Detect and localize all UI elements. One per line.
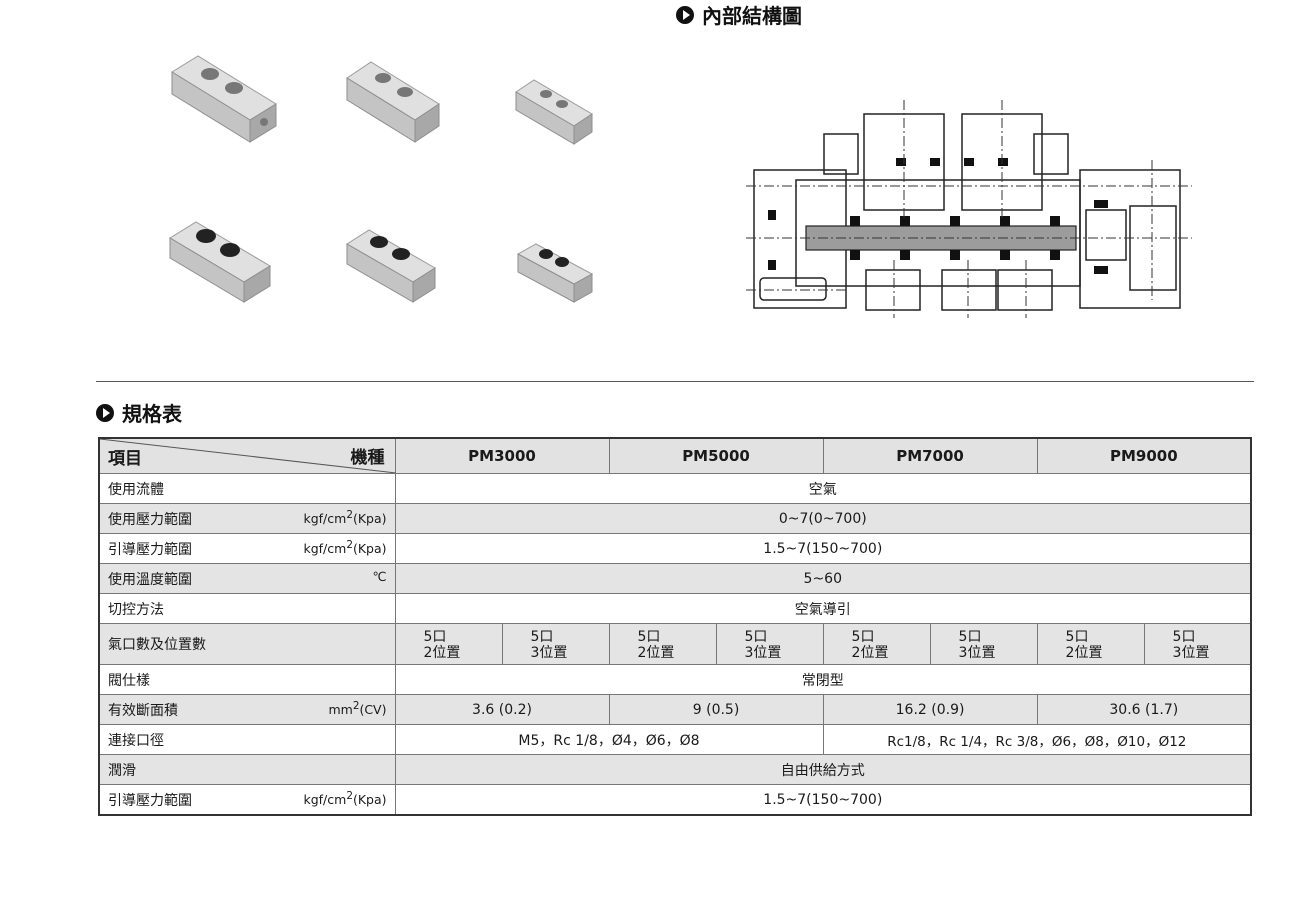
row-value: 1.5~7(150~700) <box>394 784 1252 816</box>
row-label-cell: 切控方法 <box>98 593 396 624</box>
table-row: 引導壓力範圍 kgf/cm2(Kpa) 1.5~7(150~700) <box>98 784 1252 816</box>
model-header-pm7000: PM7000 <box>822 437 1038 474</box>
spec-table: 機種 項目 PM3000 PM5000 PM7000 PM9000 使用流體 空… <box>98 437 1253 816</box>
row-label-cell: 潤滑 <box>98 754 396 785</box>
table-row: 有效斷面積 mm2(CV) 3.6 (0.2) 9 (0.5) 16.2 (0.… <box>98 694 1252 725</box>
row-label: 潤滑 <box>108 762 136 779</box>
valve-photo-pm5000-fitting <box>516 243 594 303</box>
valve-photo-pm9000-fitting <box>169 221 271 303</box>
row-label-cell: 引導壓力範圍 kgf/cm2(Kpa) <box>98 784 396 816</box>
valve-photo-pm9000-2pos <box>171 55 277 143</box>
row-label-cell: 氣口數及位置數 <box>98 623 396 665</box>
row-value: 自由供給方式 <box>394 754 1252 785</box>
row-label-cell: 有效斷面積 mm2(CV) <box>98 694 396 725</box>
row-label: 氣口數及位置數 <box>108 637 206 653</box>
row-label: 閥仕樣 <box>108 672 150 689</box>
table-row: 連接口徑 M5，Rc 1/8，Ø4，Ø6，Ø8 Rc1/8，Rc 1/4，Rc … <box>98 724 1252 755</box>
table-row: 引導壓力範圍 kgf/cm2(Kpa) 1.5~7(150~700) <box>98 533 1252 564</box>
area-value-pm5000: 9 (0.5) <box>608 694 824 725</box>
row-label: 使用流體 <box>108 481 164 498</box>
row-label: 引導壓力範圍 <box>108 792 192 809</box>
row-label: 有效斷面積 <box>108 702 178 719</box>
area-value-pm9000: 30.6 (1.7) <box>1036 694 1252 725</box>
row-label: 使用壓力範圍 <box>108 511 192 528</box>
row-label-cell: 引導壓力範圍 kgf/cm2(Kpa) <box>98 533 396 564</box>
corner-top-label: 機種 <box>350 448 385 468</box>
table-corner-header: 機種 項目 <box>98 437 396 474</box>
table-row: 閥仕樣 常閉型 <box>98 664 1252 695</box>
spec-heading: 規格表 <box>96 398 182 427</box>
corner-bottom-label: 項目 <box>108 449 142 469</box>
row-unit: ℃ <box>372 568 387 584</box>
row-label: 使用溫度範圍 <box>108 571 192 588</box>
area-value-pm7000: 16.2 (0.9) <box>822 694 1038 725</box>
row-label: 連接口徑 <box>108 732 164 749</box>
row-value: 常閉型 <box>394 664 1252 695</box>
structure-heading: 內部結構圖 <box>676 0 802 29</box>
row-unit: mm2(CV) <box>328 699 387 717</box>
table-row: 使用溫度範圍 ℃ 5~60 <box>98 563 1252 594</box>
model-header-pm3000: PM3000 <box>394 437 610 474</box>
row-value: 空氣導引 <box>394 593 1252 624</box>
model-header-pm9000: PM9000 <box>1036 437 1252 474</box>
valve-photo-pm5000-2pos <box>515 79 593 145</box>
table-row: 切控方法 空氣導引 <box>98 593 1252 624</box>
row-label-cell: 使用流體 <box>98 473 396 504</box>
table-row: 使用流體 空氣 <box>98 473 1252 504</box>
section-divider <box>96 381 1254 382</box>
spec-heading-text: 規格表 <box>122 402 182 426</box>
row-label-cell: 使用壓力範圍 kgf/cm2(Kpa) <box>98 503 396 534</box>
row-label: 切控方法 <box>108 601 164 618</box>
port-size-large: Rc1/8，Rc 1/4，Rc 3/8，Ø6，Ø8，Ø10，Ø12 <box>822 724 1252 755</box>
row-label-cell: 使用溫度範圍 ℃ <box>98 563 396 594</box>
corner-diagonal <box>100 439 396 473</box>
row-label-cell: 閥仕樣 <box>98 664 396 695</box>
circle-play-icon <box>676 5 694 24</box>
model-header-pm5000: PM5000 <box>608 437 824 474</box>
table-row: 使用壓力範圍 kgf/cm2(Kpa) 0~7(0~700) <box>98 503 1252 534</box>
area-value-pm3000: 3.6 (0.2) <box>394 694 610 725</box>
row-value: 5~60 <box>394 563 1252 594</box>
valve-photo-pm7000-2pos <box>346 61 440 143</box>
row-label-cell: 連接口徑 <box>98 724 396 755</box>
circle-play-icon <box>96 403 114 422</box>
table-row: 潤滑 自由供給方式 <box>98 754 1252 785</box>
row-unit: kgf/cm2(Kpa) <box>303 538 387 556</box>
row-value: 0~7(0~700) <box>394 503 1252 534</box>
row-unit: kgf/cm2(Kpa) <box>303 789 387 807</box>
row-value: 空氣 <box>394 473 1252 504</box>
row-label: 引導壓力範圍 <box>108 541 192 558</box>
row-value: 1.5~7(150~700) <box>394 533 1252 564</box>
port-size-small: M5，Rc 1/8，Ø4，Ø6，Ø8 <box>394 724 824 755</box>
internal-structure-drawing <box>746 100 1192 318</box>
valve-photo-pm7000-fitting <box>346 229 436 303</box>
structure-heading-text: 內部結構圖 <box>702 4 802 28</box>
row-unit: kgf/cm2(Kpa) <box>303 508 387 526</box>
